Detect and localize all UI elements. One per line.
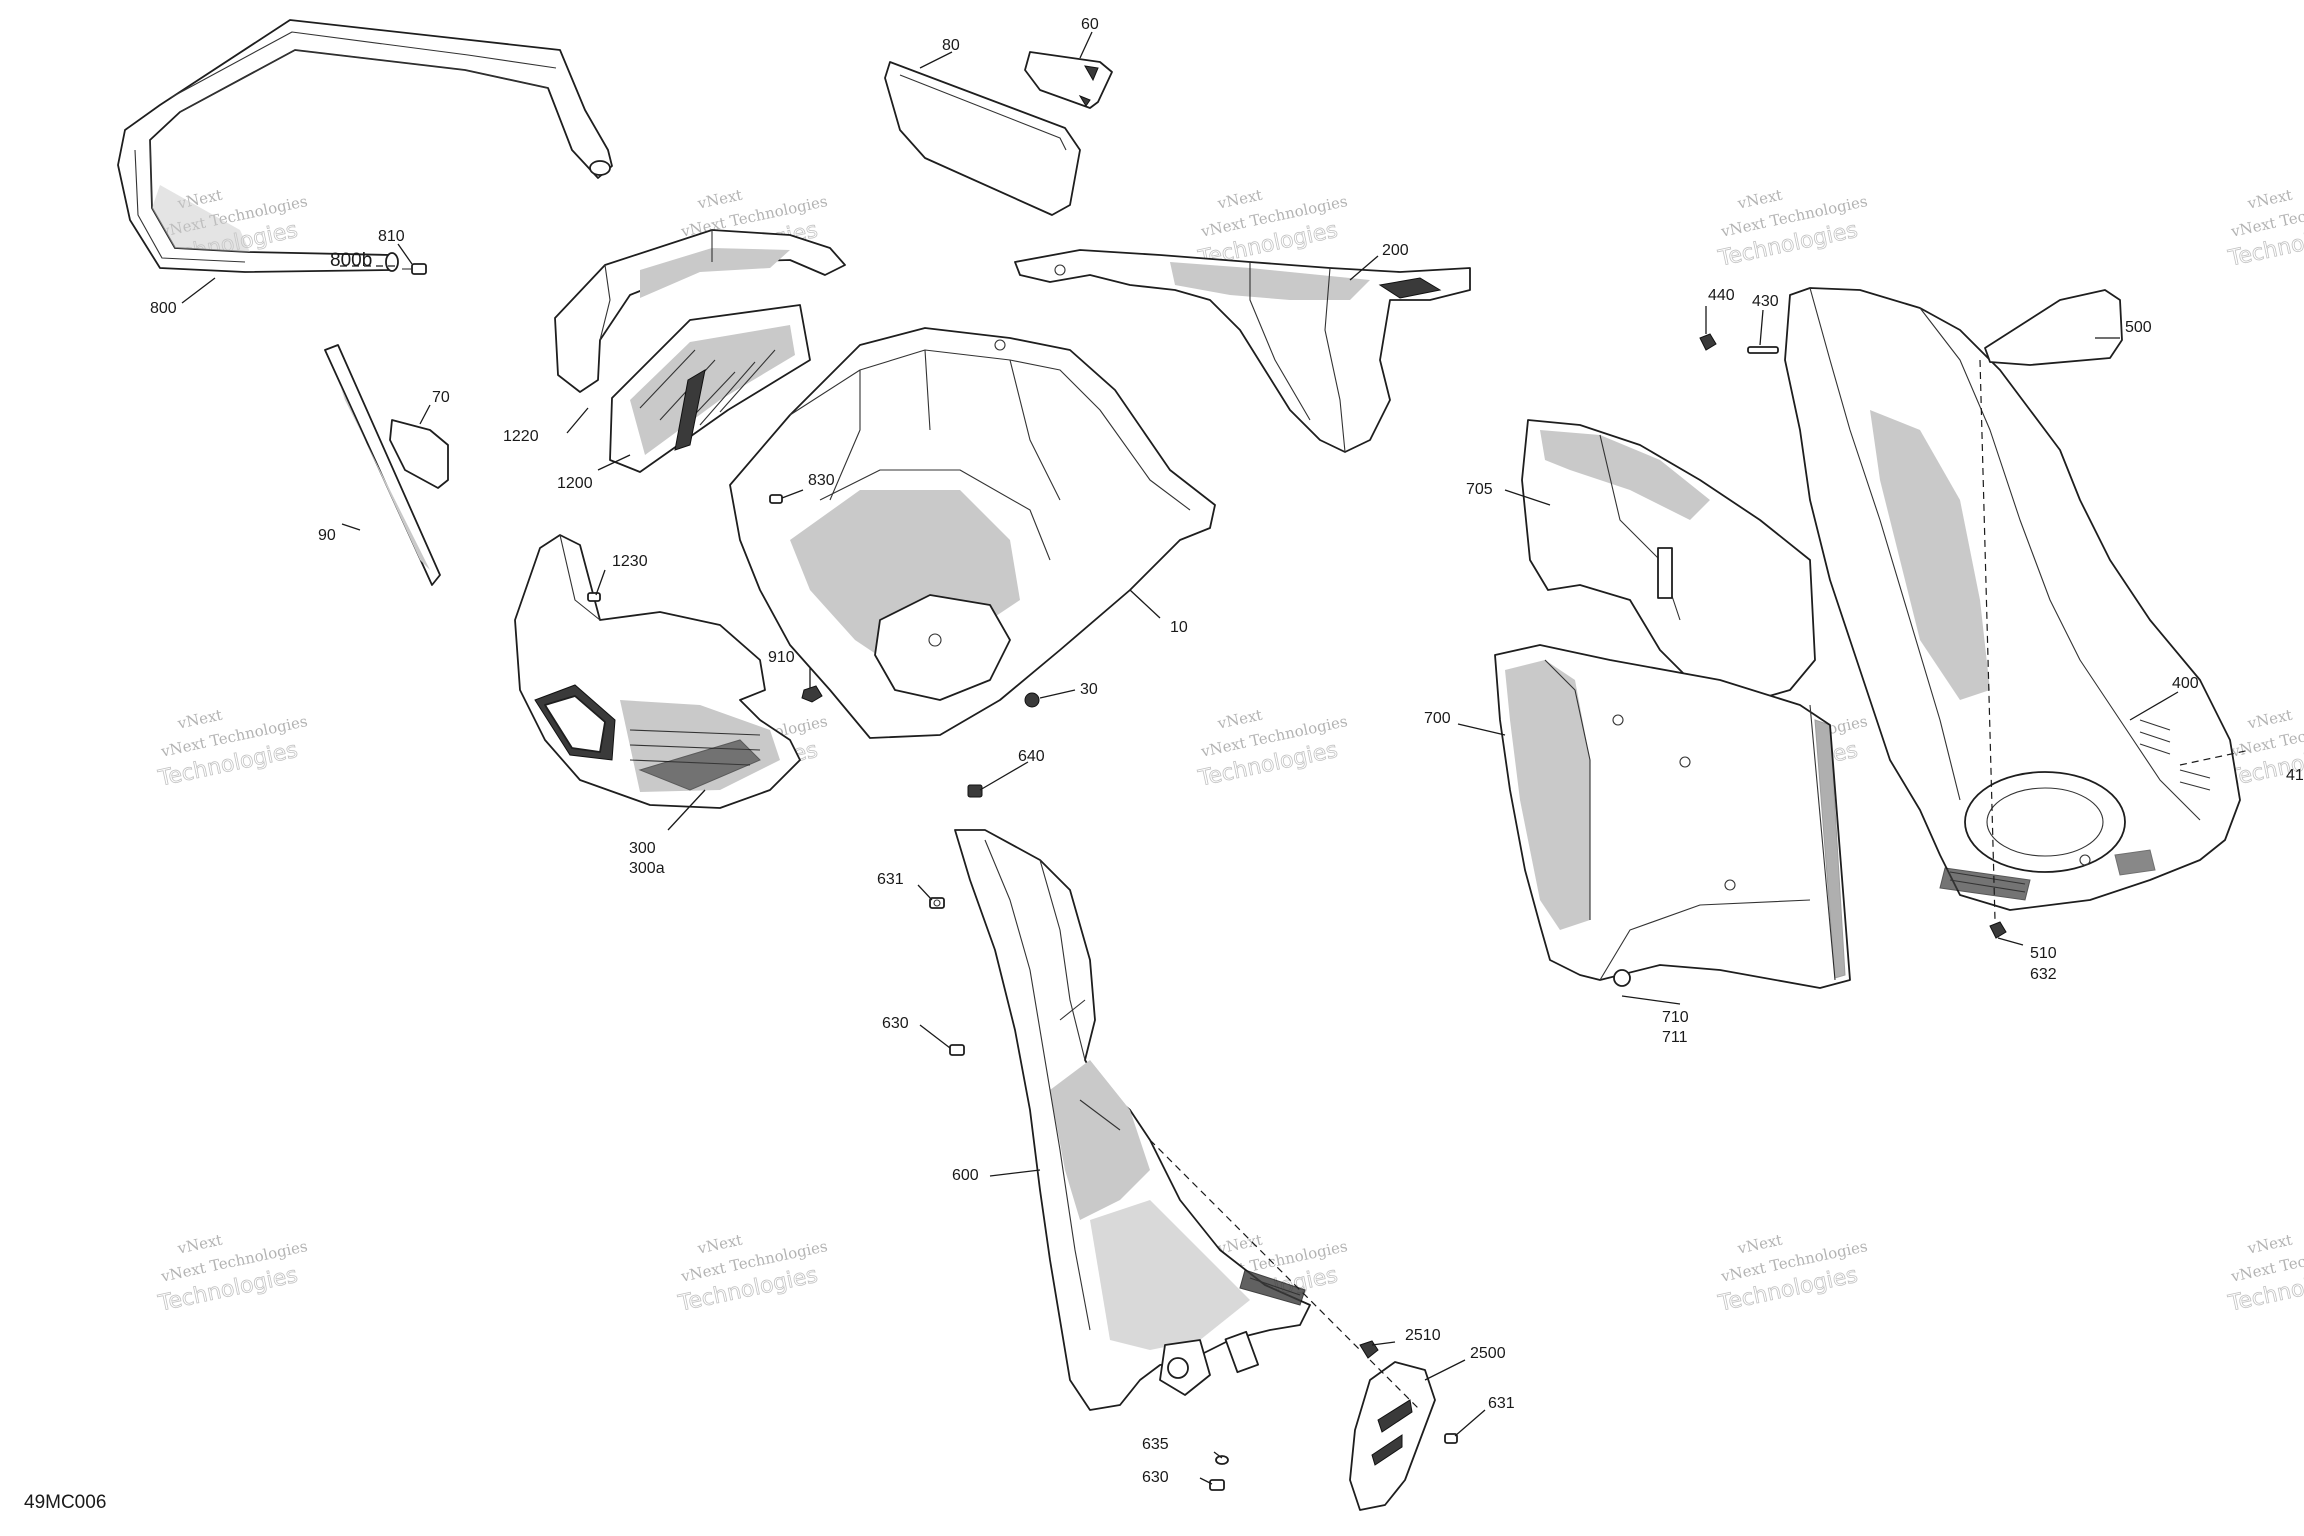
watermark-text: vNext (1735, 186, 1784, 213)
watermark-text: vNext (2245, 186, 2294, 213)
diagram-reference-id: 49MC006 (24, 1492, 106, 1513)
watermark-text: vNext (1735, 1231, 1784, 1258)
part-705-side-panel (1521, 419, 1816, 701)
callout-60: 60 (1081, 16, 1099, 33)
part-90-strip (324, 344, 441, 586)
callout-300a: 300a (629, 860, 665, 877)
part-400-right-body (1784, 287, 2241, 911)
watermark-text: vNext (175, 1231, 224, 1258)
part-70-cover (389, 419, 449, 489)
callout-500: 500 (2125, 319, 2152, 336)
part-630-screw-top (949, 1044, 965, 1056)
callout-300: 300 (629, 840, 656, 857)
watermark-8: vNext vNext Technologies Technologies (1195, 706, 1349, 793)
part-30-nut (1024, 692, 1040, 708)
watermark-text: vNext (175, 706, 224, 733)
part-1230-screw (587, 592, 601, 602)
callout-631-top: 631 (877, 871, 904, 888)
part-2510-clip (1359, 1340, 1379, 1359)
callout-1220: 1220 (503, 428, 539, 445)
part-10-tub (729, 327, 1216, 739)
part-600-console (954, 829, 1311, 1411)
watermark-4: vNext vNext Technologies Technologies (1715, 186, 1869, 273)
part-2500-bracket (1349, 1361, 1436, 1511)
callout-632: 632 (2030, 966, 2057, 983)
watermark-15: vNext vNext Technologies Technologies (2225, 1231, 2304, 1318)
callout-800b: 800b (330, 250, 372, 271)
watermark-text: vNext (1215, 706, 1264, 733)
watermark-text: vNext (2245, 1231, 2294, 1258)
callout-400: 400 (2172, 675, 2199, 692)
callout-10: 10 (1170, 619, 1188, 636)
callout-600: 600 (952, 1167, 979, 1184)
part-510-clip (1989, 921, 2007, 939)
callout-830: 830 (808, 472, 835, 489)
part-630-screw-bottom (1209, 1479, 1225, 1491)
watermark-3: vNext vNext Technologies Technologies (1195, 186, 1349, 273)
callout-2510: 2510 (1405, 1327, 1441, 1344)
part-60-panel (1024, 51, 1113, 109)
callout-1230: 1230 (612, 553, 648, 570)
part-300-lower-panel (514, 534, 801, 809)
part-1200-grille (609, 304, 811, 473)
watermark-11: vNext vNext Technologies Technologies (155, 1231, 309, 1318)
part-635-washer (1215, 1455, 1229, 1465)
callout-705: 705 (1466, 481, 1493, 498)
part-200-bracket (1014, 249, 1471, 453)
callout-2500: 2500 (1470, 1345, 1506, 1362)
part-640-clip (967, 784, 983, 798)
callout-910: 910 (768, 649, 795, 666)
callout-30: 30 (1080, 681, 1098, 698)
callout-711: 711 (1662, 1029, 1688, 1046)
callout-510: 510 (2030, 945, 2057, 962)
leader-lines (181, 31, 2179, 1485)
callouts: 800 810 800b 80 60 70 90 1220 1200 830 1… (150, 16, 2304, 1486)
watermark-text: vNext (695, 1231, 744, 1258)
callout-70: 70 (432, 389, 450, 406)
part-830-screw (769, 494, 783, 504)
callout-631-bottom: 631 (1488, 1395, 1515, 1412)
part-430-screw (1747, 346, 1779, 354)
callout-630-top: 630 (882, 1015, 909, 1032)
callout-440: 440 (1708, 287, 1735, 304)
part-800-rail (117, 19, 613, 273)
part-631-screw-bottom (1444, 1433, 1458, 1444)
part-500-decal (1984, 289, 2123, 366)
callout-200: 200 (1382, 242, 1409, 259)
part-700-lower-panel (1494, 644, 1851, 989)
callout-800: 800 (150, 300, 177, 317)
callout-630-bottom: 630 (1142, 1469, 1169, 1486)
watermark-text: vNext (1215, 186, 1264, 213)
part-80-panel (884, 61, 1081, 216)
watermark-5: vNext vNext Technologies Technologies (2225, 186, 2304, 273)
callout-640: 640 (1018, 748, 1045, 765)
part-440-clip (1699, 333, 1717, 351)
callout-41-partial: 41 (2286, 767, 2304, 784)
callout-1200: 1200 (557, 475, 593, 492)
assembly-lines (340, 265, 2251, 1411)
callout-90: 90 (318, 527, 336, 544)
callout-635: 635 (1142, 1436, 1169, 1453)
watermark-14: vNext vNext Technologies Technologies (1715, 1231, 1869, 1318)
part-710-clip (1613, 969, 1631, 987)
watermark-text: vNext (2245, 706, 2294, 733)
callout-700: 700 (1424, 710, 1451, 727)
callout-430: 430 (1752, 293, 1779, 310)
callout-80: 80 (942, 37, 960, 54)
part-631-screw-top (929, 897, 945, 909)
part-910-nut (801, 685, 823, 703)
watermark-12: vNext vNext Technologies Technologies (675, 1231, 829, 1318)
watermark-text: vNext (695, 186, 744, 213)
callout-710: 710 (1662, 1009, 1689, 1026)
callout-810: 810 (378, 228, 405, 245)
watermark-6: vNext vNext Technologies Technologies (155, 706, 309, 793)
part-1220-console-top (554, 229, 846, 393)
part-810-screw (402, 263, 427, 275)
